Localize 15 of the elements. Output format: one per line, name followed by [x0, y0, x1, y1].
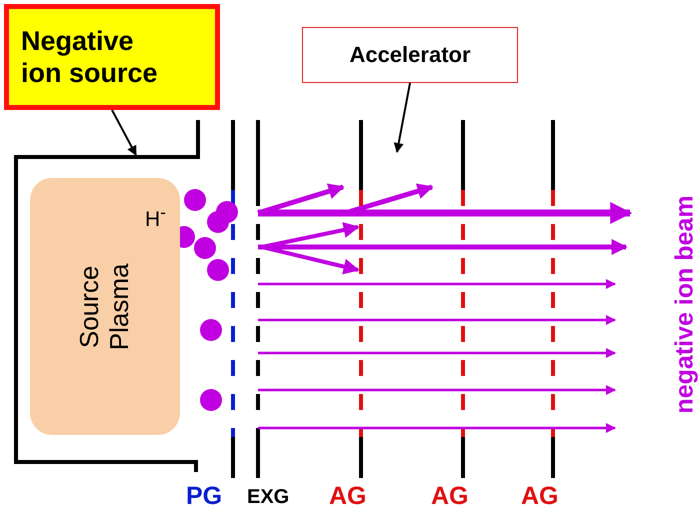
beam-label: negative ion beam	[670, 194, 700, 416]
region-label: Source Plasma	[75, 262, 135, 352]
label-box	[4, 4, 220, 110]
grid-label: EXG	[247, 486, 290, 509]
label-box	[302, 27, 518, 83]
grid-label: AG	[329, 482, 366, 511]
leader-line	[111, 110, 137, 156]
ion-label: H$^{-}$	[145, 202, 166, 232]
plasma-region	[30, 178, 180, 435]
grid-label: AG	[431, 482, 468, 511]
leader-line	[394, 82, 411, 153]
grid-label: PG	[186, 482, 222, 511]
box-label: Negative ion source	[21, 24, 159, 90]
grid-label: AG	[521, 482, 558, 511]
box-label: Accelerator	[349, 42, 471, 68]
